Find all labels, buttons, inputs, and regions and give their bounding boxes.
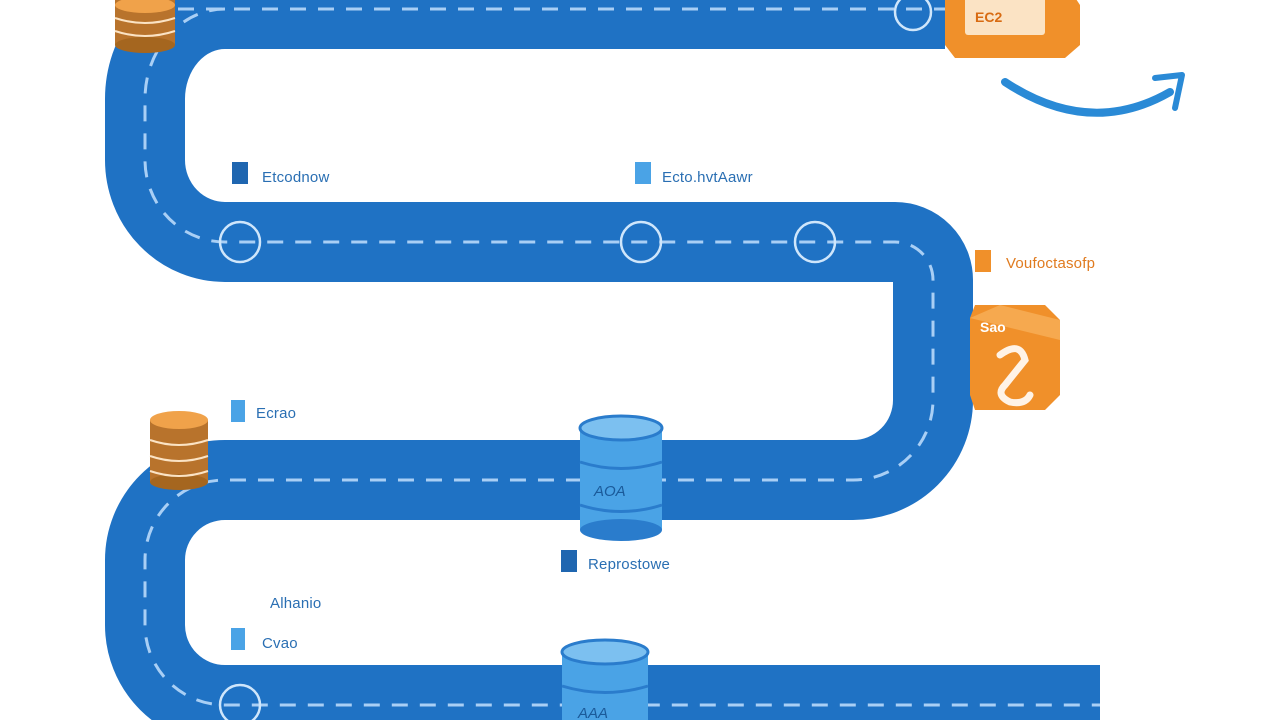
service-box-icon: EC2 (945, 0, 1080, 58)
legend-label: Alhanio (270, 595, 321, 612)
cylinder-label: AOA (593, 483, 626, 500)
road-center-line (143, 7, 1100, 707)
lambda-label: Sao (980, 319, 1006, 335)
legend-label: Cvao (231, 628, 298, 652)
waypoint-circle (619, 220, 663, 264)
label-text: Ecto.hvtAawr (662, 169, 753, 186)
amazon-smile-icon (1001, 72, 1185, 117)
legend-label: Ecto.hvtAawr (635, 162, 753, 186)
label-text: Reprostowe (588, 556, 670, 573)
database-icon (114, 0, 176, 53)
label-text: Alhanio (270, 595, 321, 612)
waypoint-circle (218, 220, 262, 264)
cylinder-label: AAA (577, 705, 608, 720)
waypoint-circle (793, 220, 837, 264)
label-text: Cvao (262, 635, 298, 652)
lambda-icon: Sao (970, 305, 1060, 410)
label-text: Etcodnow (262, 169, 329, 186)
service-box-label: EC2 (975, 9, 1002, 25)
legend-label: Ecrao (231, 400, 296, 422)
waypoint-circle (893, 0, 933, 32)
label-text: Voufoctasofp (1006, 255, 1095, 272)
legend-label: Reprostowe (561, 550, 670, 573)
legend-label: Voufoctasofp (975, 250, 1095, 272)
database-icon (149, 411, 209, 490)
database-icon: AAA (560, 638, 650, 720)
waypoint-circle (218, 683, 262, 720)
label-text: Ecrao (256, 405, 296, 422)
database-icon: AOA (578, 414, 664, 541)
legend-label: Etcodnow (232, 162, 329, 186)
